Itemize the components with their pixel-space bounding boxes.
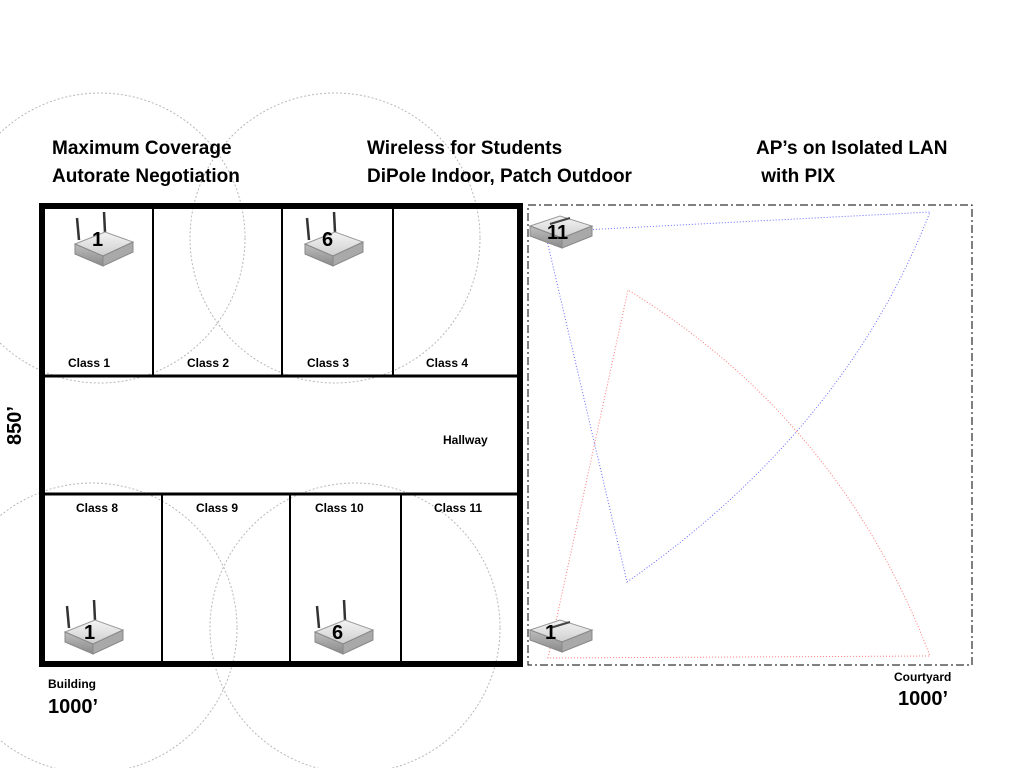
ap-channel-label: 11 (547, 222, 569, 244)
ap-channel-label: 1 (92, 229, 104, 251)
room-label: Class 4 (426, 356, 469, 370)
coverage-circle-ap1-bottom (0, 482, 238, 768)
heading-col3-line2: with PIX (756, 166, 836, 187)
coverage-circle-ap6-top (189, 92, 481, 384)
ap-channel-label: 1 (84, 622, 96, 644)
building-label: Building (48, 677, 96, 691)
heading-col3-line1: AP’s on Isolated LAN (756, 138, 948, 159)
courtyard-label: Courtyard (894, 670, 952, 684)
heading-col2-line2: DiPole Indoor, Patch Outdoor (367, 166, 632, 187)
access-point-router-icon (303, 211, 365, 267)
room-label: Class 10 (315, 501, 364, 515)
room-label: Class 8 (76, 501, 119, 515)
building-height-label: 850’ (3, 406, 26, 445)
access-point-router-icon (73, 211, 135, 267)
patch-coverage-blue (544, 211, 931, 583)
building-width-label: 1000’ (48, 696, 99, 718)
room-label: Class 11 (434, 501, 483, 515)
room-label: Class 2 (187, 356, 230, 370)
coverage-circle-ap6-bottom (209, 482, 501, 768)
ap-channel-label: 6 (332, 622, 344, 644)
access-point-patch-icon (528, 619, 594, 653)
heading-col1-line2: Autorate Negotiation (52, 166, 240, 187)
heading-col2-line1: Wireless for Students (367, 138, 563, 159)
patch-coverage-red (547, 289, 931, 659)
coverage-circle-ap1-top (0, 92, 246, 384)
ap-channel-label: 6 (322, 229, 334, 251)
access-point-router-icon (63, 599, 125, 655)
room-label: Class 3 (307, 356, 350, 370)
room-label: Class 1 (68, 356, 111, 370)
hallway-label: Hallway (443, 433, 488, 447)
courtyard-boundary (527, 204, 973, 666)
ap-channel-label: 1 (545, 622, 557, 644)
access-point-router-icon (313, 599, 375, 655)
access-point-patch-icon (528, 215, 594, 249)
courtyard-width-label: 1000’ (898, 688, 949, 710)
heading-col1-line1: Maximum Coverage (52, 138, 232, 159)
room-label: Class 9 (196, 501, 239, 515)
